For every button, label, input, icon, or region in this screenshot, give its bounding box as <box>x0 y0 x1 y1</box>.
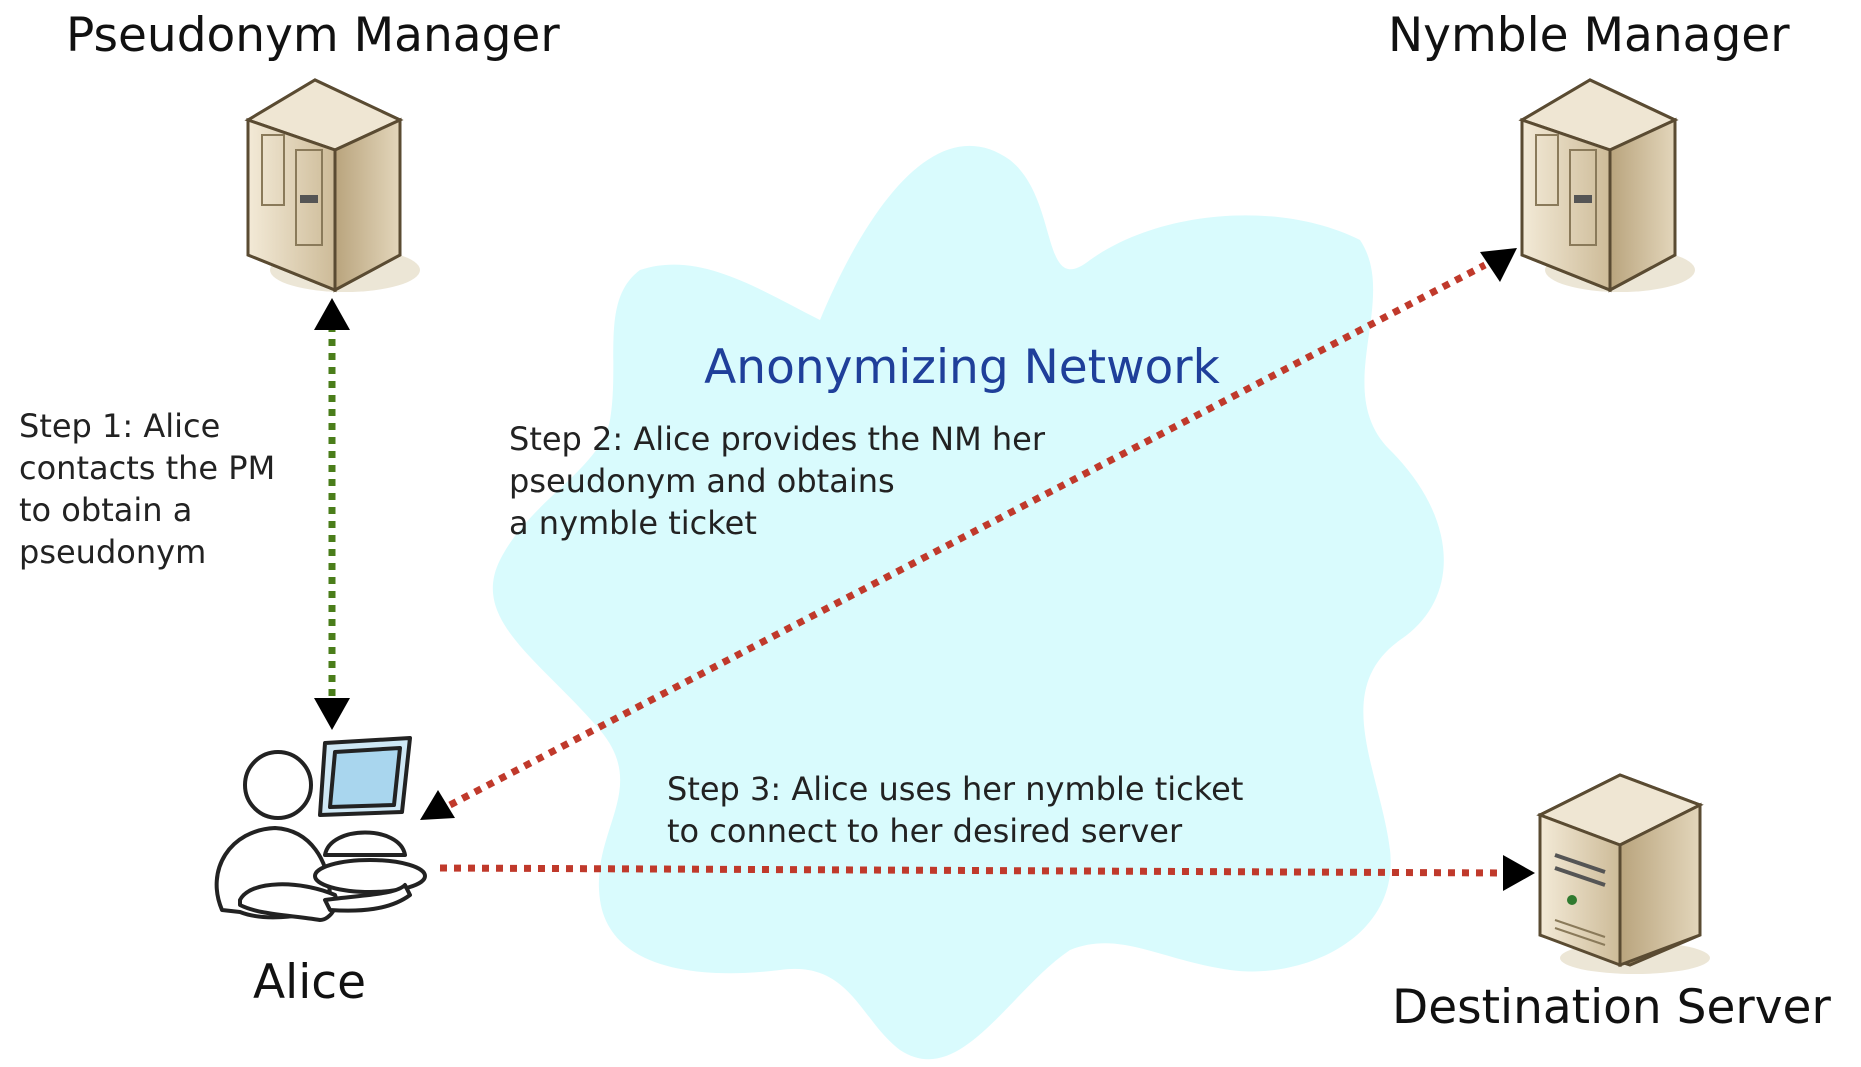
anonymizing-network-label: Anonymizing Network <box>704 340 1220 395</box>
destination-server-desktop-server-icon <box>1536 773 1710 974</box>
step2-arrow <box>448 261 1487 809</box>
alice-person-at-computer-icon <box>214 736 427 922</box>
step2-description: Step 2: Alice provides the NM her pseudo… <box>509 420 1046 542</box>
step1-arrowhead-up <box>314 298 350 330</box>
step1-arrowhead-down <box>314 698 350 730</box>
pseudonym-manager-title: Pseudonym Manager <box>66 8 560 63</box>
step3-arrow <box>439 864 1506 877</box>
step3-arrowhead <box>1503 855 1535 891</box>
step2-arrowhead-nm <box>1480 248 1517 282</box>
step3-description: Step 3: Alice uses her nymble ticket to … <box>667 770 1244 850</box>
alice-title: Alice <box>253 955 367 1010</box>
nymble-manager-title: Nymble Manager <box>1388 8 1790 63</box>
anonymizing-network-cloud <box>492 145 1444 1060</box>
step2-arrowhead-alice <box>420 790 455 820</box>
destination-server-title: Destination Server <box>1392 980 1831 1035</box>
nymble-manager-tower-server-icon <box>1518 78 1695 293</box>
pseudonym-manager-tower-server-icon <box>244 78 420 293</box>
step1-description: Step 1: Alice contacts the PM to obtain … <box>19 407 276 571</box>
